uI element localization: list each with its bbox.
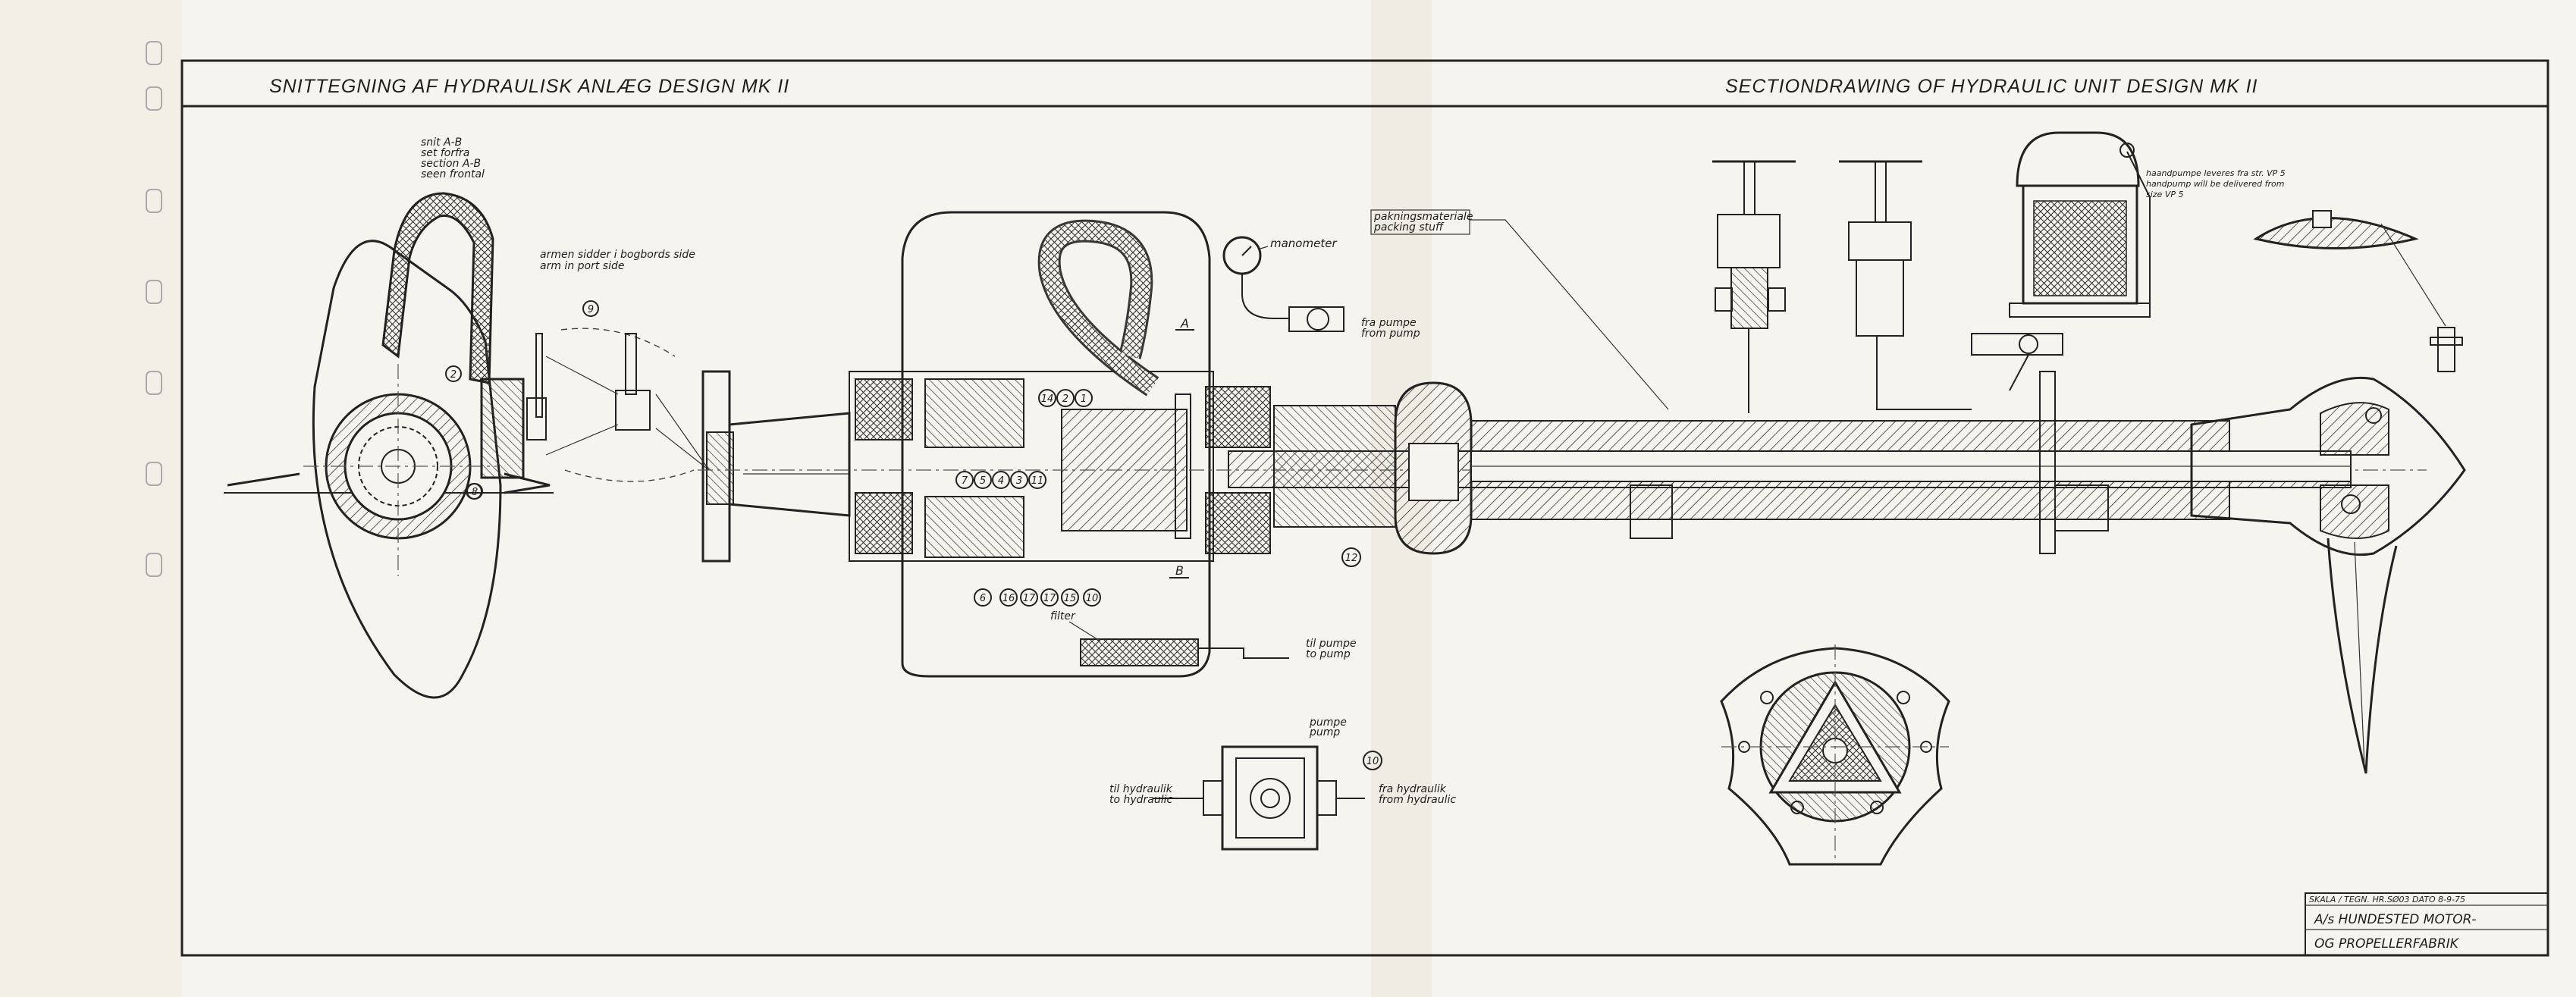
svg-text:til hydraulik to hydraul: til hydraulik to hydraulic (1109, 783, 1175, 806)
drawing-border (180, 59, 2549, 957)
callout-1: 1 (1081, 393, 1087, 405)
callout-17-a: 17 (1023, 593, 1036, 604)
arm-label-danish: armen sidder i bogbords side (540, 249, 695, 261)
manometer-label: manometer (1270, 237, 1337, 250)
company-name-line1: A/s HUNDESTED MOTOR- (2314, 912, 2477, 927)
title-block: SKALA / TEGN. HR.SØ03 DATO 8-9-75 A/s HU… (2305, 892, 2549, 956)
main-section-view: A B (698, 211, 2466, 774)
packing-label-dk: pakningsmateriale (1373, 211, 1473, 223)
svg-text:snit A-B set forfra: snit A-B set forfra section A-B seen fro… (421, 136, 485, 180)
to-pump-label-en: to pump (1306, 648, 1351, 660)
from-hydraulic-label-en: from hydraulic (1379, 794, 1456, 806)
paper-edge-wear (0, 0, 182, 997)
nose-cap-detail (2253, 210, 2463, 372)
callout-8: 8 (472, 487, 478, 498)
svg-text:fra pumpe from pump: fra pumpe from pump (1361, 317, 1420, 340)
callout-3: 3 (1016, 475, 1022, 487)
callout-12: 12 (1345, 553, 1358, 564)
callout-5: 5 (980, 475, 986, 487)
arm-detail: armen sidder i bogbords side arm in port… (535, 249, 710, 482)
pump-label-en: pump (1309, 726, 1340, 738)
callout-16: 16 (1002, 593, 1015, 604)
callout-6: 6 (980, 593, 986, 604)
to-hydraulic-label-en: to hydraulic (1109, 794, 1173, 806)
filter-label: filter (1050, 610, 1076, 622)
handpump-reservoir: haandpumpe leveres fra str. VP 5 handpum… (1971, 131, 2288, 391)
callout-2-left: 2 (450, 369, 457, 381)
valve-handles (1712, 160, 1972, 413)
hub-end-view (1720, 644, 1950, 866)
filter-detail: filter til pumpe to pump (1050, 610, 1360, 666)
callout-10: 10 (1086, 593, 1099, 604)
title-danish: SNITTEGNING AF HYDRAULISK ANLÆG DESIGN M… (269, 76, 789, 97)
section-label-3: section A-B (421, 158, 481, 170)
callout-7: 7 (962, 475, 968, 487)
handpump-note-3: size VP 5 (2146, 190, 2183, 199)
packing-label-en: packing stuff (1373, 221, 1445, 234)
callout-10-pump: 10 (1366, 756, 1379, 767)
title-block-info: SKALA / TEGN. HR.SØ03 DATO 8-9-75 (2309, 895, 2465, 905)
section-ab-view: snit A-B set forfra section A-B seen fro… (224, 136, 554, 699)
section-mark-b: B (1175, 563, 1184, 578)
callout-11: 11 (1031, 475, 1044, 487)
handpump-note-1: haandpumpe leveres fra str. VP 5 (2146, 168, 2286, 178)
to-pump-label-dk: til pumpe (1306, 638, 1357, 650)
main-callouts: 7 5 4 3 11 14 2 1 6 16 17 17 15 10 12 (955, 389, 1361, 607)
handpump-note-2: handpump will be delivered from (2146, 179, 2284, 189)
callout-14: 14 (1041, 393, 1054, 405)
packing-stuff-callout: pakningsmateriale packing stuff (1370, 209, 1669, 410)
section-label-1: snit A-B (421, 136, 462, 149)
svg-text:pakningsmateriale packin: pakningsmateriale packing stuff (1373, 211, 1476, 234)
section-mark-a: A (1180, 316, 1189, 331)
section-label-4: seen frontal (421, 168, 485, 180)
callout-17-b: 17 (1043, 593, 1056, 604)
callout-15: 15 (1064, 593, 1077, 604)
from-pump-label-dk: fra pumpe (1361, 317, 1417, 329)
callout-2: 2 (1062, 393, 1068, 405)
svg-text:til pumpe to pump: til pumpe to pump (1306, 638, 1360, 660)
section-label-2: set forfra (421, 147, 469, 159)
to-hydraulic-label-dk: til hydraulik (1109, 783, 1173, 795)
pump-label-dk: pumpe (1309, 716, 1347, 729)
from-hydraulic-label-dk: fra hydraulik (1379, 783, 1447, 795)
svg-text:armen sidder i bogbords side: armen sidder i bogbords side arm in port… (540, 249, 698, 272)
svg-text:haandpumpe leveres fra str. VP: haandpumpe leveres fra str. VP 5 handpum… (2146, 168, 2288, 199)
title-english: SECTIONDRAWING OF HYDRAULIC UNIT DESIGN … (1725, 76, 2258, 97)
callout-9: 9 (588, 304, 594, 315)
pump-detail: pumpe pump 10 til hydraulik to hydraulic… (1109, 716, 1456, 851)
company-name-line2: OG PROPELLERFABRIK (2314, 936, 2460, 952)
manometer-detail: manometer fra pumpe from pump (1222, 236, 1420, 340)
arm-label-english: arm in port side (540, 260, 624, 272)
svg-text:pumpe pump: pumpe pump (1309, 716, 1350, 738)
callout-4: 4 (998, 475, 1004, 487)
from-pump-label-en: from pump (1361, 328, 1420, 340)
svg-text:fra hydraulik from hydra: fra hydraulik from hydraulic (1379, 783, 1456, 806)
binder-holes (146, 41, 162, 577)
